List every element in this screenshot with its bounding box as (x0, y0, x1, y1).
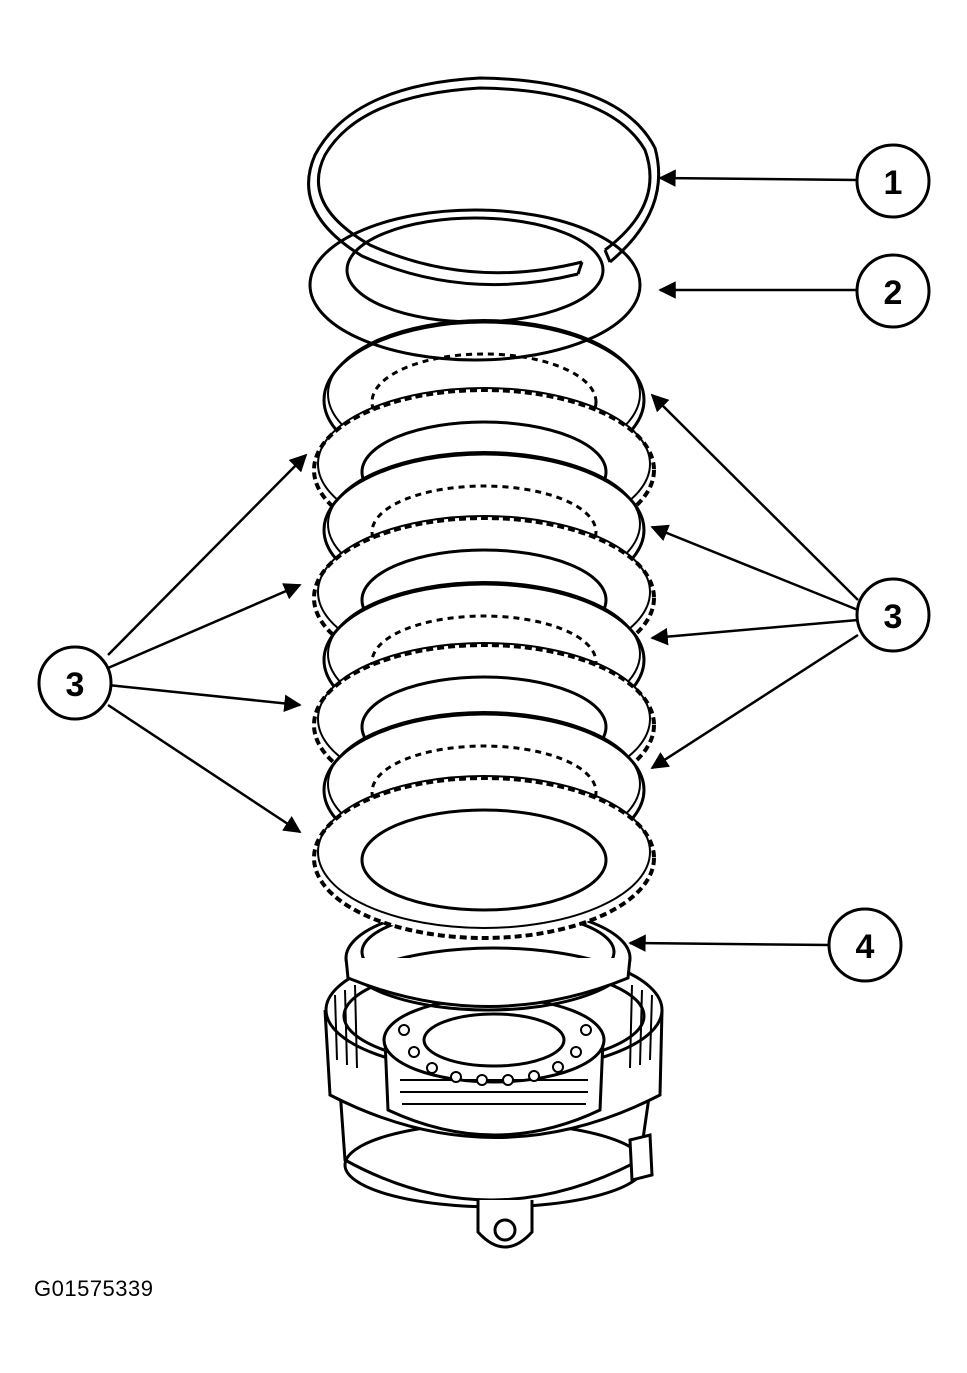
callout-4: 4 (827, 907, 903, 983)
callout-1: 1 (855, 143, 931, 219)
callout-3-right: 3 (855, 577, 931, 653)
clutch-plate (312, 775, 656, 940)
pressure-plate (308, 208, 642, 362)
callout-3-right-label: 3 (884, 598, 903, 636)
snap-ring (307, 76, 661, 287)
apply-ring (344, 904, 632, 1012)
inner-hub (382, 996, 606, 1137)
callout-1-label: 1 (884, 164, 903, 202)
figure-id: G01575339 (34, 1276, 154, 1301)
callout-2: 2 (855, 253, 931, 329)
callout-4-label: 4 (856, 928, 875, 966)
leader-lines (107, 169, 859, 952)
callout-2-label: 2 (884, 274, 903, 312)
callout-3-left: 3 (37, 645, 113, 721)
clutch-plate-stack (312, 319, 656, 940)
callout-3-left-label: 3 (66, 666, 85, 704)
